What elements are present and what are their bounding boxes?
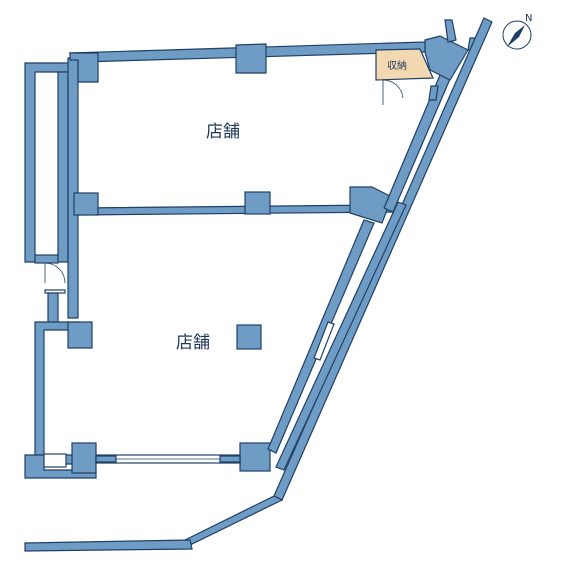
upper-left-wall	[67, 57, 79, 319]
column-divider-left	[73, 192, 99, 216]
column-divider-right	[349, 186, 393, 224]
outer-boundary	[24, 17, 493, 552]
storage-door-swing	[382, 79, 404, 105]
column-top-left	[69, 52, 99, 83]
storage-closet: 収納	[375, 48, 434, 105]
side-window	[313, 321, 335, 361]
column-top-right	[424, 35, 469, 81]
inner-diagonal-wall	[275, 201, 407, 471]
compass-needle	[507, 25, 525, 47]
column-center	[236, 324, 262, 350]
bottom-boundary-wall	[24, 539, 193, 552]
window-mullion-right	[219, 455, 241, 463]
column-bottom-left	[71, 442, 97, 474]
upper-shop-walls	[67, 39, 441, 319]
column-divider-middle	[244, 191, 271, 215]
lower-bottom-small-box	[43, 453, 67, 468]
upper-shop-label: 店舗	[206, 122, 240, 142]
compass-north-label: N	[525, 13, 532, 24]
facade-stub-right	[428, 85, 439, 101]
column-top-middle	[235, 43, 267, 74]
corridor-door	[44, 262, 66, 284]
left-corridor-inner-wall	[57, 71, 69, 263]
column-bottom-right	[239, 442, 271, 472]
window-mullion-left	[95, 455, 117, 463]
column-lower-left	[67, 321, 93, 349]
lower-shop-walls	[24, 219, 375, 479]
left-corridor-bottom-wall	[34, 254, 59, 264]
lower-outer-diagonal	[183, 495, 284, 546]
lower-shop-label: 店舗	[176, 333, 210, 353]
lower-diagonal-wall	[267, 219, 375, 454]
right-diagonal-facade	[383, 19, 477, 213]
compass-icon: N	[502, 13, 532, 50]
shop-divider-wall	[77, 204, 395, 216]
storage-label: 収納	[387, 59, 407, 72]
left-corridor-lower-wall	[47, 292, 59, 324]
top-right-stub	[444, 19, 457, 43]
storage-area	[375, 48, 434, 81]
